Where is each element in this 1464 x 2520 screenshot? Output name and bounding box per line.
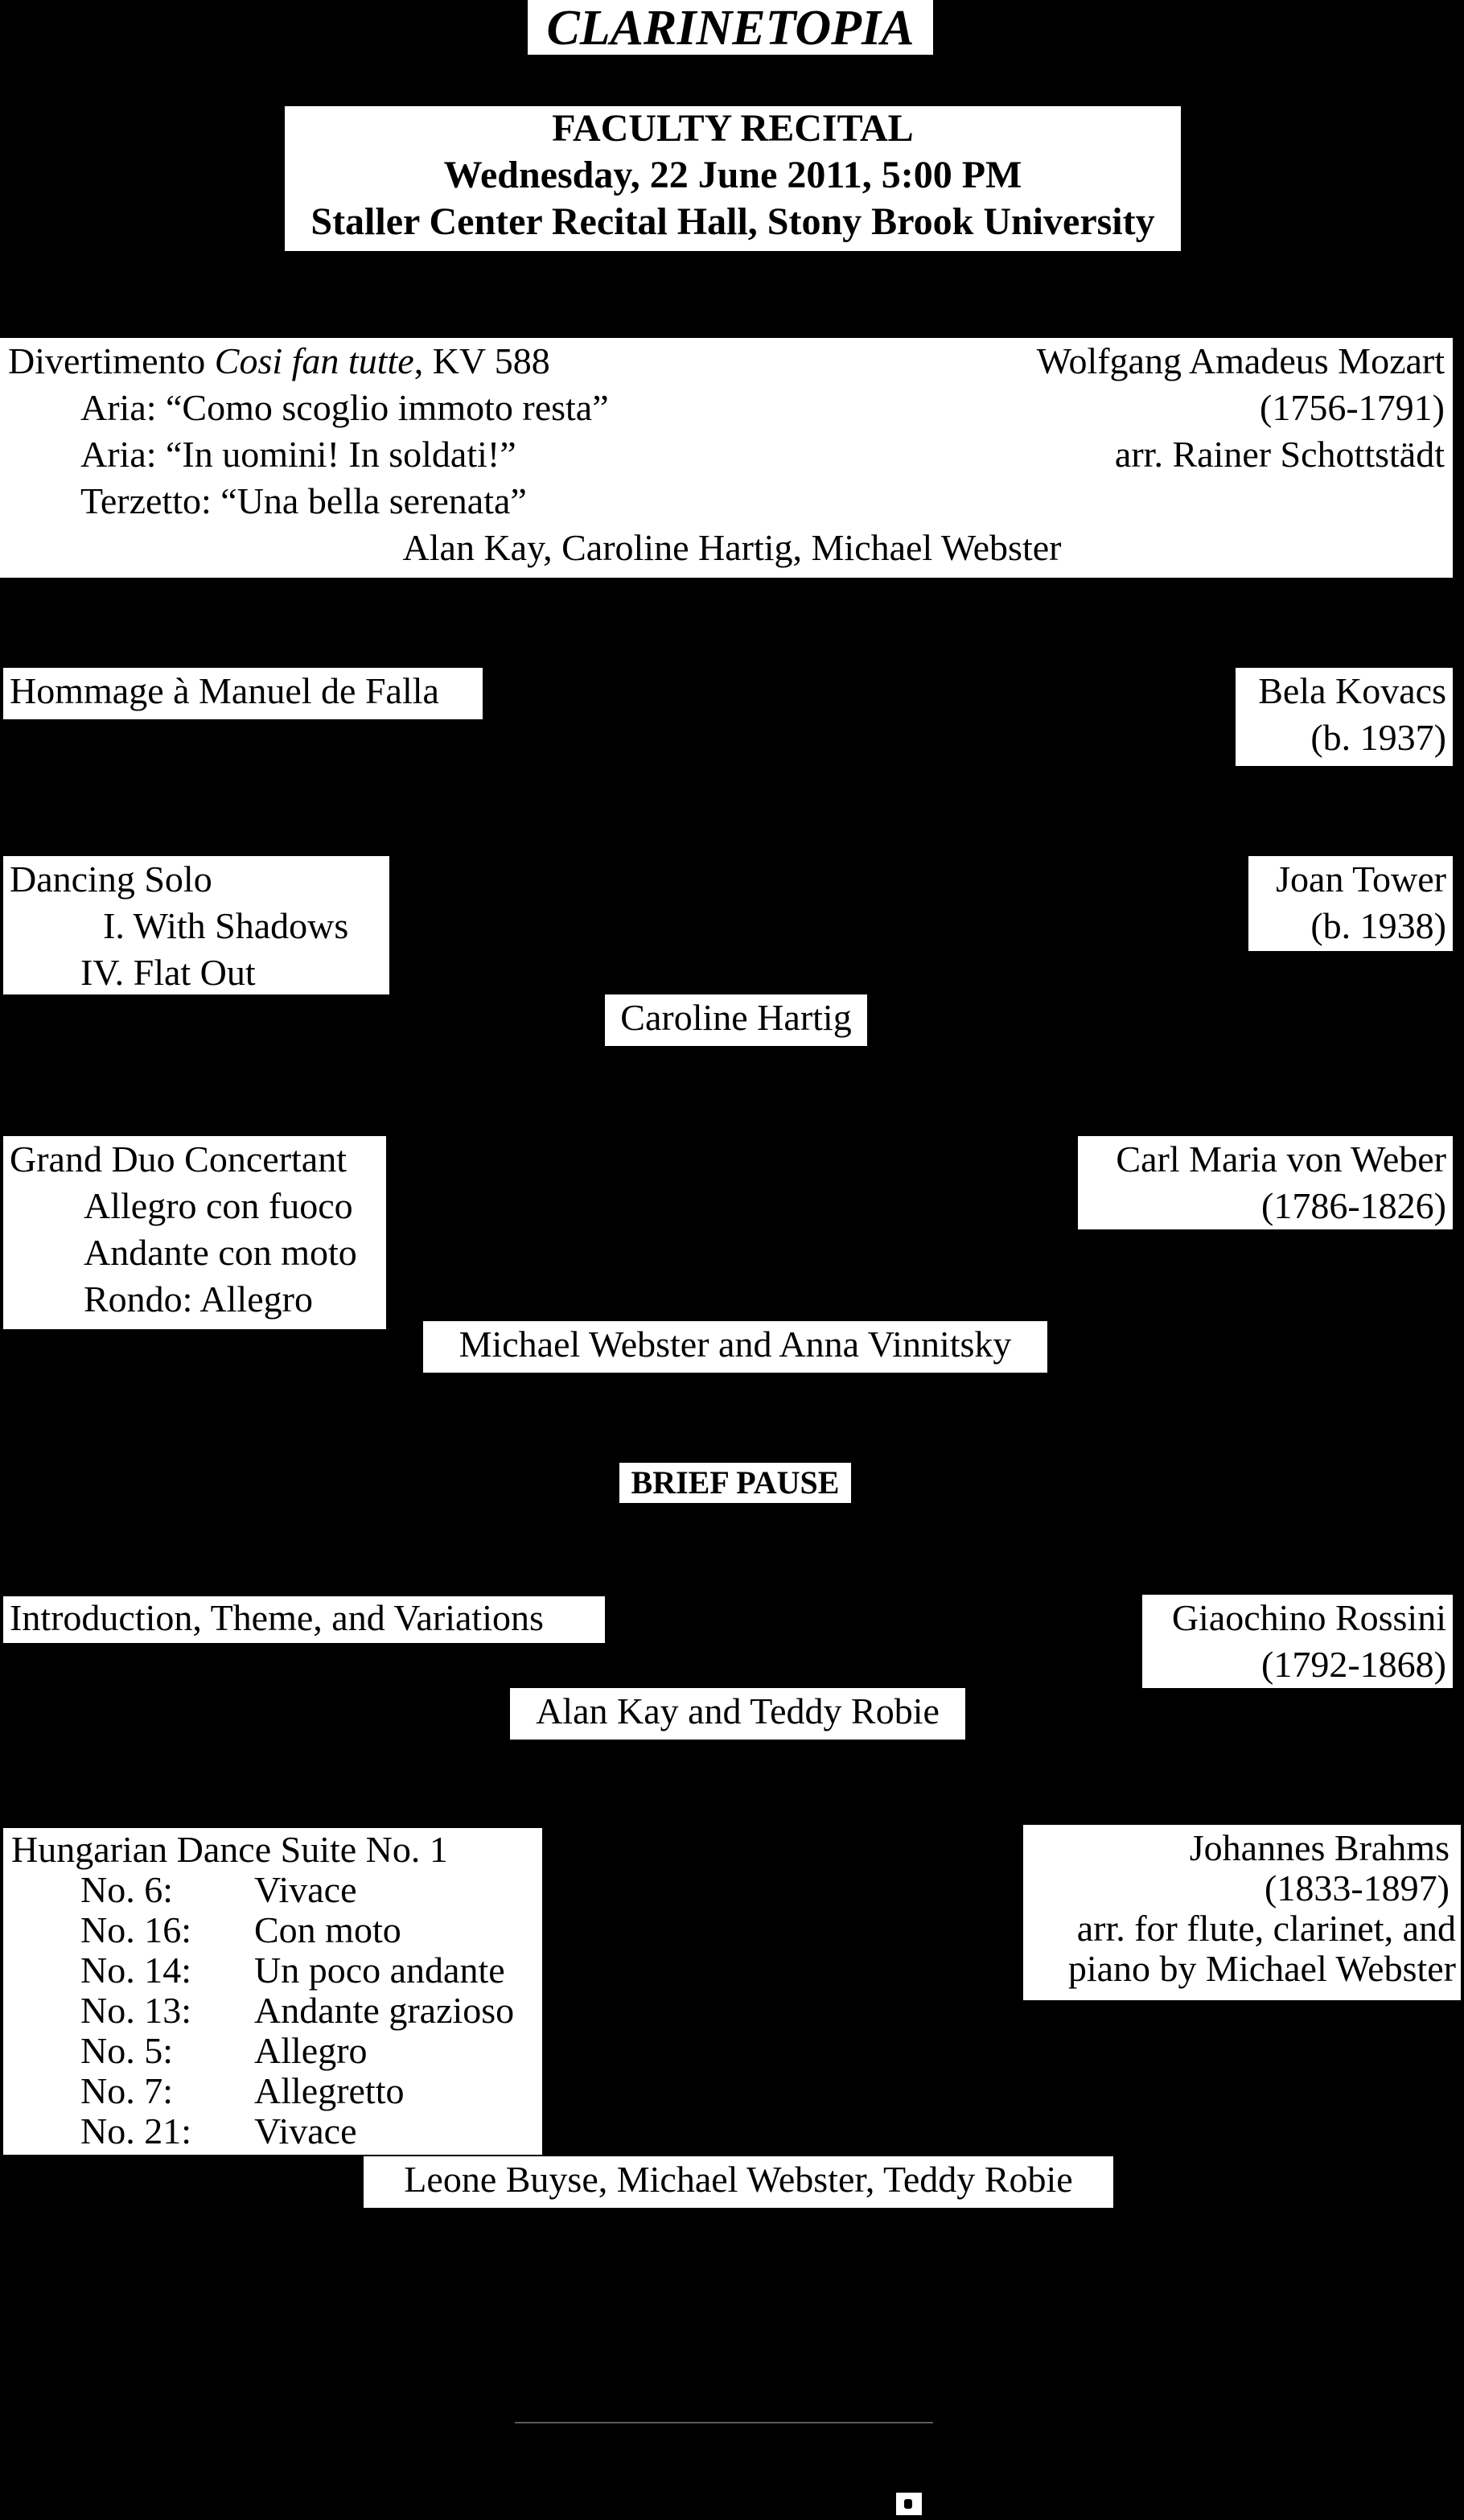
program-title: CLARINETOPIA xyxy=(546,1,915,56)
title-box xyxy=(528,0,933,55)
mozart-performers: Alan Kay, Caroline Hartig, Michael Webst… xyxy=(402,527,1062,568)
rossini-dates: (1792-1868) xyxy=(1261,1644,1446,1685)
mozart-movement: Terzetto: “Una bella serenata” xyxy=(80,480,527,521)
brahms-composer: Johannes Brahms xyxy=(1189,1827,1450,1868)
rossini-composer: Giaochino Rossini xyxy=(1171,1597,1446,1638)
brahms-arranger: arr. for flute, clarinet, and xyxy=(1076,1908,1456,1949)
rossini-performers: Alan Kay and Teddy Robie xyxy=(536,1690,940,1731)
weber-title-box xyxy=(3,1136,386,1329)
brahms-arranger: piano by Michael Webster xyxy=(1067,1948,1456,1989)
kovacs-title: Hommage à Manuel de Falla xyxy=(10,670,439,711)
mozart-movement: Aria: “In uomini! In soldati!” xyxy=(80,434,516,475)
kovacs-title-box xyxy=(3,668,483,719)
rossini-performers-box xyxy=(510,1688,965,1740)
page-mark-icon xyxy=(896,2493,922,2515)
kovacs-composer-box xyxy=(1236,668,1453,766)
brahms-dates: (1833-1897) xyxy=(1265,1867,1450,1909)
tower-performers: Caroline Hartig xyxy=(620,997,852,1038)
weber-movement: Rondo: Allegro xyxy=(84,1279,313,1320)
tower-composer-box xyxy=(1248,856,1453,951)
brahms-performers: Leone Buyse, Michael Webster, Teddy Robi… xyxy=(404,2159,1073,2200)
mozart-movement: Aria: “Como scoglio immoto resta” xyxy=(80,387,609,428)
weber-movement: Allegro con fuoco xyxy=(84,1185,353,1226)
rossini-composer-box xyxy=(1142,1595,1453,1688)
kovacs-dates: (b. 1937) xyxy=(1310,717,1446,758)
weber-performers: Michael Webster and Anna Vinnitsky xyxy=(459,1324,1012,1365)
weber-composer: Carl Maria von Weber xyxy=(1116,1139,1446,1180)
weber-movement: Andante con moto xyxy=(84,1232,357,1273)
rossini-title: Introduction, Theme, and Variations xyxy=(10,1597,544,1638)
brahms-composer-box xyxy=(1023,1825,1461,2000)
mozart-title: Divertimento Cosi fan tutte, KV 588 xyxy=(8,340,550,381)
tower-title-box xyxy=(3,856,389,994)
tower-performers-box xyxy=(605,994,867,1046)
mozart-composer: Wolfgang Amadeus Mozart xyxy=(1036,340,1445,381)
mozart-box xyxy=(0,338,1453,578)
rossini-title-box xyxy=(3,1596,605,1643)
tower-title: Dancing Solo xyxy=(10,859,212,900)
weber-title: Grand Duo Concertant xyxy=(10,1139,347,1180)
footer-rule xyxy=(515,2422,933,2423)
pause-box xyxy=(619,1463,851,1503)
brahms-title-box xyxy=(3,1828,542,2155)
header-venue: Staller Center Recital Hall, Stony Brook… xyxy=(310,200,1155,243)
mozart-arranger: arr. Rainer Schottstädt xyxy=(1114,434,1445,475)
header-recital: FACULTY RECITAL xyxy=(552,107,914,150)
weber-composer-box xyxy=(1078,1136,1453,1229)
brahms-title: Hungarian Dance Suite No. 1 xyxy=(11,1829,448,1870)
brahms-dance-list: No. 6:Vivace No. 16:Con moto No. 14:Un p… xyxy=(80,1869,515,2151)
tower-movement: I. With Shadows xyxy=(103,905,349,946)
brief-pause: BRIEF PAUSE xyxy=(631,1464,840,1501)
weber-performers-box xyxy=(423,1321,1047,1373)
brahms-performers-box xyxy=(364,2156,1113,2208)
tower-composer: Joan Tower xyxy=(1276,859,1446,900)
tower-dates: (b. 1938) xyxy=(1310,905,1446,946)
mozart-dates: (1756-1791) xyxy=(1260,387,1445,428)
weber-dates: (1786-1826) xyxy=(1261,1185,1446,1226)
tower-movement: IV. Flat Out xyxy=(80,952,256,993)
header-box xyxy=(285,106,1181,251)
header-date: Wednesday, 22 June 2011, 5:00 PM xyxy=(443,154,1022,196)
kovacs-composer: Bela Kovacs xyxy=(1258,670,1446,711)
